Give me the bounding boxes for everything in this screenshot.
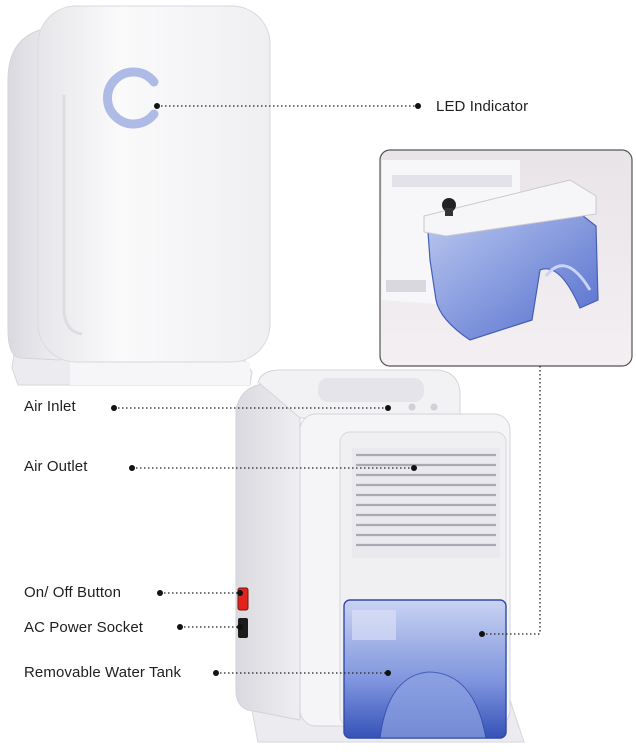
callout-on-off xyxy=(157,590,243,596)
tank-closeup-inset xyxy=(379,149,633,367)
callout-air-inlet xyxy=(111,405,391,411)
back-unit-side xyxy=(235,379,301,721)
callout-led xyxy=(154,103,421,109)
water-tank xyxy=(343,599,507,739)
dehumidifier-front-view xyxy=(7,5,271,386)
air-outlet-grille xyxy=(352,448,500,558)
water-tank-label: Removable Water Tank xyxy=(24,664,182,681)
callout-inset-link xyxy=(479,366,541,637)
callout-water-tank xyxy=(213,670,391,676)
ac-power-socket-label: AC Power Socket xyxy=(24,619,144,636)
ac-socket xyxy=(238,618,248,638)
on-off-button-label: On/ Off Button xyxy=(24,584,122,601)
dehumidifier-back-view xyxy=(235,369,525,743)
air-outlet-label: Air Outlet xyxy=(24,458,88,475)
led-indicator-ring xyxy=(103,67,159,129)
led-indicator-label: LED Indicator xyxy=(436,98,529,115)
front-unit-panel xyxy=(37,5,271,363)
air-inlet-label: Air Inlet xyxy=(24,398,76,415)
callout-air-outlet xyxy=(129,465,417,471)
callout-ac-power xyxy=(177,624,243,630)
